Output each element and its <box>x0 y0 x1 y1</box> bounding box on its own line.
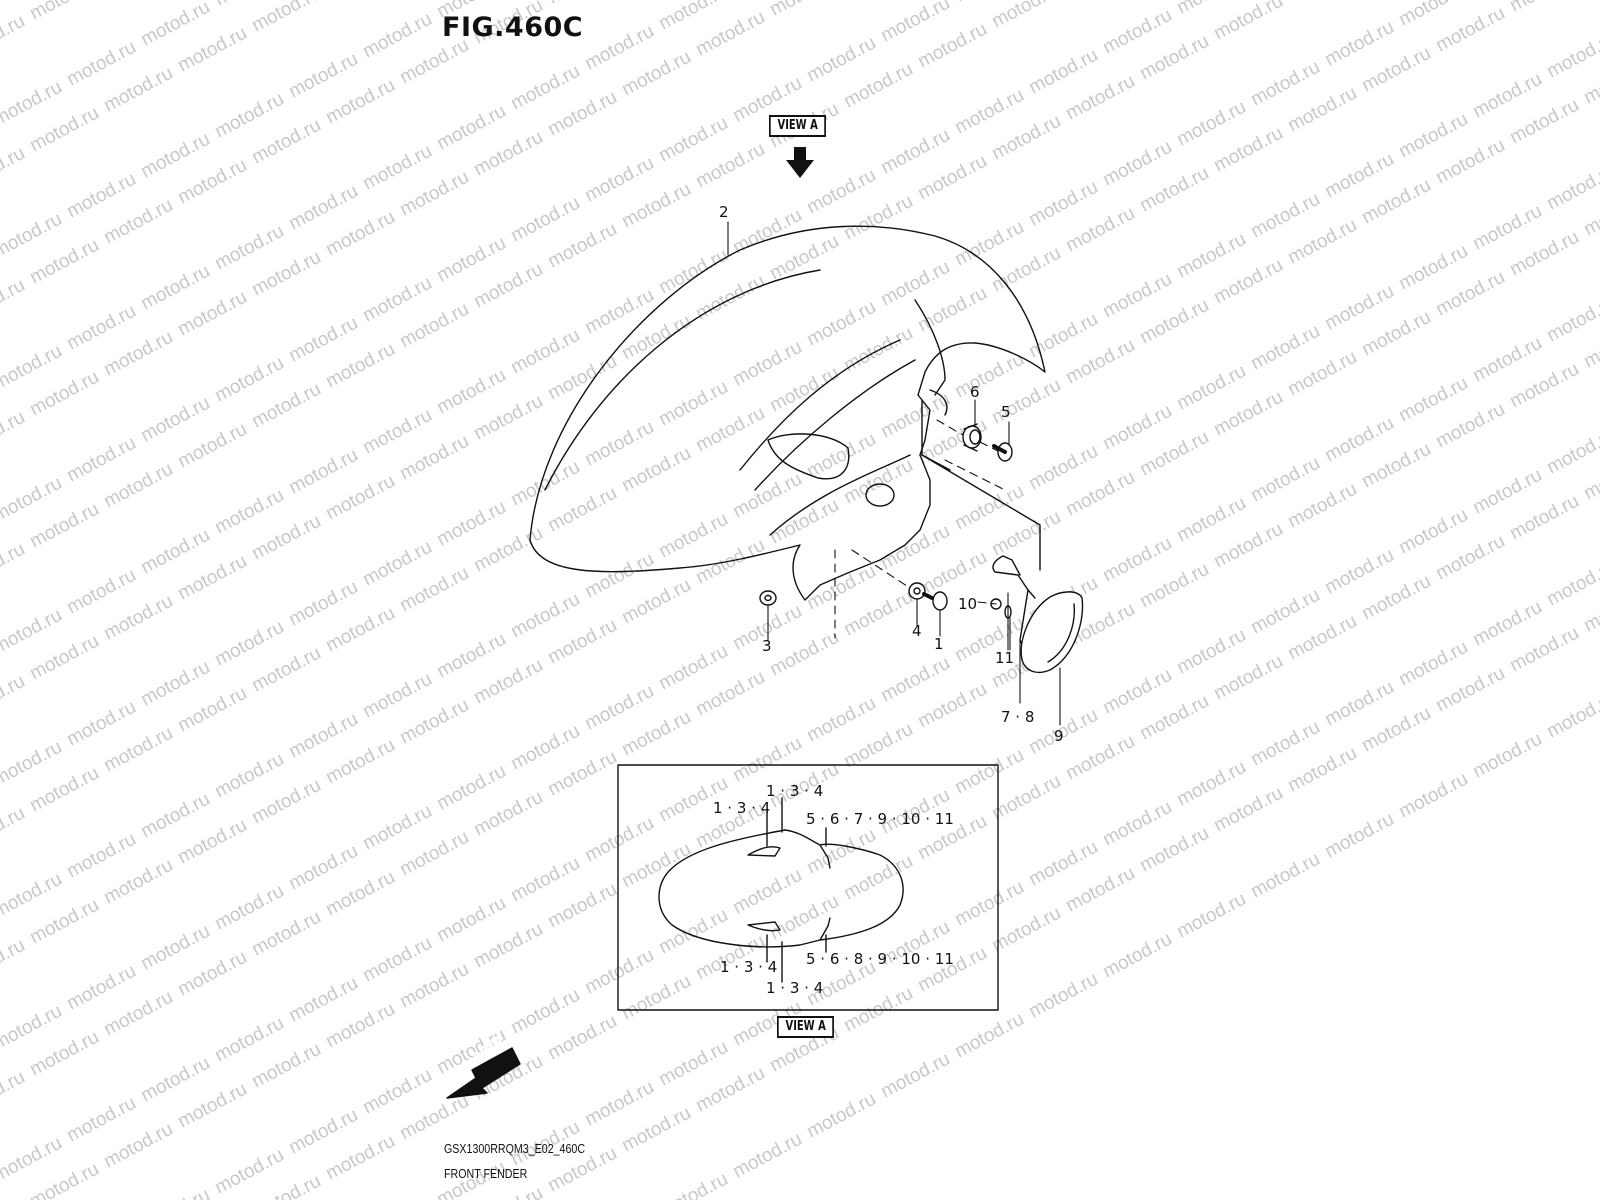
washer-part-3 <box>759 590 777 606</box>
callout-leaders <box>727 221 1061 726</box>
callout-2: 2 <box>719 203 729 221</box>
grommet-part-6 <box>962 423 982 452</box>
callout-7-8: 7 · 8 <box>1001 708 1035 726</box>
view-a-callout-bottom-inner: 1 · 3 · 4 <box>720 958 778 976</box>
callout-6: 6 <box>970 383 980 401</box>
view-a-callout-top-right: 5 · 6 · 7 · 9 · 10 · 11 <box>806 810 954 828</box>
callout-5: 5 <box>1001 403 1011 421</box>
view-a-arrow <box>786 147 814 178</box>
nut-part-10 <box>990 598 1002 610</box>
diagram-code: GSX1300RRQM3_E02_460C <box>444 1141 586 1156</box>
view-a-frame <box>617 764 999 1011</box>
callout-9: 9 <box>1054 727 1064 745</box>
screw-part-5 <box>992 442 1013 462</box>
view-a-callout-top-inner: 1 · 3 · 4 <box>713 799 771 817</box>
view-a-tag-bottom: VIEW A <box>777 1016 835 1038</box>
front-fender-part <box>529 225 1046 601</box>
callout-1: 1 <box>934 635 944 653</box>
callout-11: 11 <box>995 649 1015 667</box>
washer-part-4 <box>908 582 926 600</box>
view-a-callout-bottom-right: 5 · 6 · 8 · 9 · 10 · 11 <box>806 950 954 968</box>
view-a-fender-outline <box>658 797 904 983</box>
bracket-part-7-8 <box>992 555 1036 651</box>
forward-arrow <box>446 1047 521 1099</box>
view-a-callout-top-outer: 1 · 3 · 4 <box>766 782 824 800</box>
reflector-part-9 <box>1020 591 1084 674</box>
callout-10: 10 <box>958 595 978 613</box>
view-a-callout-bottom-outer: 1 · 3 · 4 <box>766 979 824 997</box>
view-a-tag-top: VIEW A <box>769 115 827 137</box>
callout-3: 3 <box>762 637 772 655</box>
figure-title: FIG.460C <box>442 12 584 43</box>
bolt-part-1 <box>922 591 948 611</box>
callout-4: 4 <box>912 622 922 640</box>
diagram-name: FRONT FENDER <box>444 1166 528 1181</box>
